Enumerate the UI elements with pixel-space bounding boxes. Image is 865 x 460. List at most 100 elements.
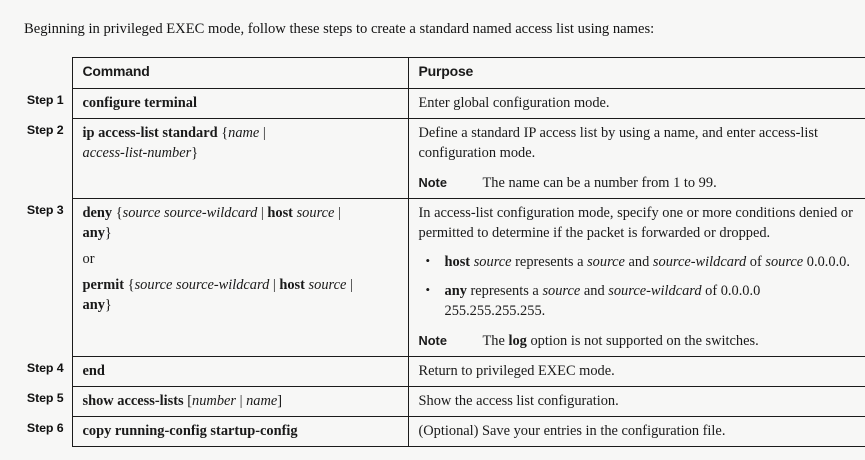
text-run: }	[104, 225, 112, 241]
text-run: source	[473, 254, 512, 270]
command-line: any}	[83, 223, 400, 243]
text-run: host	[279, 277, 309, 293]
text-run: and	[580, 283, 609, 299]
text-run: source-wildcard	[652, 254, 747, 270]
purpose-bullet-item: •any represents a source and source-wild…	[419, 281, 857, 321]
text-run: show access-lists	[82, 393, 188, 409]
command-line: copy running-config startup-config	[83, 421, 400, 441]
text-run: |	[334, 205, 341, 221]
text-run: source	[542, 283, 581, 299]
text-run: or	[82, 251, 95, 267]
command-cell: copy running-config startup-config	[71, 416, 408, 447]
table-header-row: Command Purpose	[0, 57, 865, 89]
text-run: any	[82, 225, 105, 241]
command-line: access-list-number}	[83, 143, 400, 163]
purpose-note: Note The log option is not supported on t…	[419, 331, 857, 351]
purpose-paragraph: Show the access list configuration.	[418, 393, 619, 409]
command-or-separator: or	[83, 249, 400, 269]
text-run: {	[221, 125, 229, 141]
command-line: end	[83, 361, 400, 381]
text-run: source source-wildcard	[134, 277, 270, 293]
text-run: [	[187, 393, 193, 409]
text-run: deny	[82, 205, 116, 221]
text-run: source	[587, 254, 625, 270]
column-header-purpose: Purpose	[407, 57, 865, 89]
text-run: option is not supported on the switches.	[526, 333, 759, 349]
text-run: source	[308, 277, 347, 293]
text-run: end	[82, 363, 105, 379]
text-run: number	[192, 393, 236, 409]
purpose-paragraph: (Optional) Save your entries in the conf…	[418, 423, 726, 439]
text-run: }	[191, 145, 199, 161]
text-run: log	[508, 333, 527, 349]
purpose-cell: In access-list configuration mode, speci…	[407, 198, 865, 357]
text-run: access-list-number	[82, 145, 192, 161]
command-cell: configure terminal	[71, 88, 408, 119]
command-line: ip access-list standard {name |	[83, 123, 400, 143]
command-line: show access-lists [number | name]	[83, 391, 400, 411]
text-run: host	[444, 254, 474, 270]
text-run: |	[269, 277, 280, 293]
table-row: Step 2 ip access-list standard {name | ac…	[0, 118, 865, 199]
purpose-cell: Return to privileged EXEC mode.	[407, 356, 865, 387]
text-run: 0.0.0.0.	[803, 254, 850, 270]
step-label: Step 2	[26, 122, 64, 137]
text-run: |	[236, 393, 247, 409]
command-line: any}	[83, 295, 400, 315]
purpose-paragraph: In access-list configuration mode, speci…	[418, 205, 853, 241]
purpose-cell: Enter global configuration mode.	[407, 88, 865, 119]
text-run: |	[259, 125, 266, 141]
text-run: copy running-config startup-config	[82, 423, 298, 439]
text-run: source	[765, 254, 804, 270]
purpose-cell: (Optional) Save your entries in the conf…	[407, 416, 865, 447]
purpose-cell: Define a standard IP access list by usin…	[407, 118, 865, 199]
command-line: permit {source source-wildcard | host so…	[83, 275, 400, 295]
text-run: |	[346, 277, 353, 293]
text-run: host	[267, 205, 297, 221]
purpose-cell: Show the access list configuration.	[407, 386, 865, 417]
bullet-dot-icon: •	[425, 253, 431, 268]
note-tag-label: Note	[418, 175, 447, 190]
column-header-command-label: Command	[82, 63, 150, 79]
purpose-paragraph: Enter global configuration mode.	[418, 95, 610, 111]
purpose-bullet-list: • host source represents a source and sou…	[419, 252, 857, 321]
step-label: Step 5	[26, 390, 64, 405]
step-label: Step 4	[26, 360, 64, 375]
text-run: any	[444, 283, 467, 299]
command-line: deny {source source-wildcard | host sour…	[83, 203, 400, 223]
text-run: and	[624, 254, 653, 270]
column-header-command: Command	[71, 57, 408, 89]
purpose-paragraph: Return to privileged EXEC mode.	[418, 363, 615, 379]
text-run: source	[296, 205, 335, 221]
note-tag-label: Note	[418, 333, 447, 348]
text-run: The	[482, 333, 509, 349]
command-cell: end	[71, 356, 408, 387]
text-run: any	[82, 297, 105, 313]
step-label: Step 3	[26, 202, 64, 217]
text-run: |	[257, 205, 268, 221]
text-run: represents a	[511, 254, 588, 270]
purpose-bullet-item: • host source represents a source and sou…	[419, 252, 857, 272]
command-cell: show access-lists [number | name]	[71, 386, 408, 417]
text-run: ]	[277, 393, 283, 409]
text-run: of	[746, 254, 766, 270]
step-label: Step 6	[26, 420, 64, 435]
text-run: {	[127, 277, 135, 293]
bullet-dot-icon: •	[425, 282, 431, 297]
text-run: }	[104, 297, 112, 313]
text-run: source-wildcard	[608, 283, 702, 299]
table-row: Step 6 copy running-config startup-config…	[0, 416, 865, 447]
command-line: configure terminal	[83, 93, 400, 113]
command-cell: deny {source source-wildcard | host sour…	[71, 198, 408, 357]
text-run: of 0.0.0.0 255.255.255.255.	[444, 283, 761, 319]
table-row: Step 5 show access-lists [number | name] S…	[0, 386, 865, 417]
text-run: name	[228, 125, 260, 141]
text-run: ip access-list standard	[82, 125, 222, 141]
text-run: name	[246, 393, 278, 409]
